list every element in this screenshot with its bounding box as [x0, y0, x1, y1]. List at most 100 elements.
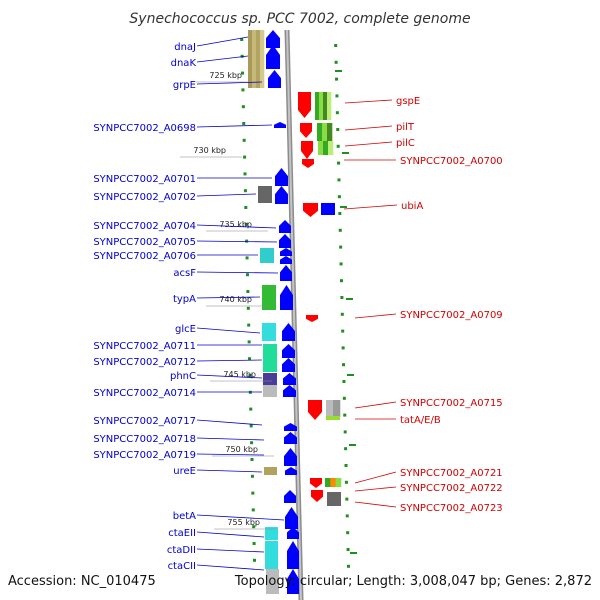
tick-dot — [340, 312, 344, 316]
tick-dot — [248, 374, 252, 377]
tick-dot — [344, 464, 348, 467]
tick-mark — [349, 444, 356, 446]
gene-block — [258, 186, 272, 203]
tick-dot — [244, 222, 248, 226]
label-leader-line — [196, 271, 279, 274]
gene-category-stripe — [252, 30, 257, 88]
tick-dot — [247, 340, 251, 344]
tick-dot — [251, 508, 255, 512]
gene-label-right: pilT — [396, 122, 415, 133]
gene-label-right: SYNPCC7002_A0709 — [400, 310, 503, 321]
gene-block — [264, 467, 277, 475]
forward-gene-arrow — [282, 358, 295, 372]
label-leader-line — [196, 296, 261, 299]
tick-dot — [243, 155, 247, 159]
forward-gene-arrow — [285, 507, 298, 529]
tick-mark — [340, 206, 347, 208]
reverse-gene-arrow — [301, 141, 313, 159]
tick-dot — [249, 407, 253, 411]
gene-category-stripe — [326, 400, 334, 417]
gene-label-left: SYNPCC7002_A0705 — [93, 237, 196, 248]
gene-block — [260, 248, 274, 263]
tick-dot — [343, 430, 347, 434]
label-leader-line — [196, 81, 263, 85]
gene-category-stripe — [335, 478, 342, 487]
tick-dot — [252, 558, 256, 562]
label-leader-line — [196, 437, 265, 441]
gene-label-left: glcE — [175, 324, 196, 335]
gene-block — [262, 285, 276, 310]
tick-dot — [248, 357, 252, 361]
reverse-gene-arrow — [302, 159, 314, 168]
accession-text: Accession: NC_010475 — [8, 574, 156, 589]
tick-dot — [338, 228, 342, 232]
gene-label-left: SYNPCC7002_A0712 — [93, 357, 196, 368]
label-leader-line — [196, 240, 278, 243]
gene-labels: dnaJdnaKgrpESYNPCC7002_A0698SYNPCC7002_A… — [93, 36, 503, 572]
gene-category-stripe — [326, 416, 340, 420]
gene-label-right: SYNPCC7002_A0721 — [400, 468, 503, 479]
gene-category-stripe — [328, 141, 334, 155]
tick-dot — [335, 94, 339, 98]
tick-dot — [335, 77, 339, 81]
tick-dot — [340, 296, 344, 299]
forward-gene-arrow — [284, 423, 297, 431]
gene-label-left: SYNPCC7002_A0706 — [93, 251, 196, 262]
label-leader-line — [196, 531, 265, 538]
label-leader-line — [196, 36, 249, 47]
tick-dot — [250, 441, 254, 445]
reverse-gene-arrow — [306, 315, 318, 322]
label-leader-line — [196, 224, 277, 229]
tick-dot — [249, 424, 253, 428]
reverse-gene-arrow — [310, 478, 322, 488]
tick-mark — [342, 152, 349, 154]
gene-label-left: SYNPCC7002_A0717 — [93, 416, 196, 427]
label-leader-line — [196, 453, 265, 456]
gene-label-left: SYNPCC7002_A0718 — [93, 434, 196, 445]
tick-dot — [252, 525, 256, 529]
label-leader-line — [354, 501, 397, 508]
gene-category-stripe — [260, 30, 265, 88]
gene-features — [248, 30, 342, 594]
tick-dot — [334, 44, 338, 47]
tick-dot — [246, 290, 250, 293]
label-leader-line — [196, 124, 273, 128]
tick-dot — [341, 329, 345, 333]
tick-dot — [245, 256, 249, 260]
gene-label-left: ctaCII — [168, 561, 196, 572]
forward-gene-arrow — [287, 541, 299, 569]
tick-dot — [247, 323, 251, 327]
label-leader-line — [354, 486, 397, 492]
tick-dot — [344, 447, 348, 451]
tick-dot — [241, 71, 245, 75]
tick-dot — [252, 542, 256, 545]
tick-dot — [241, 88, 245, 92]
reverse-gene-arrow — [300, 123, 312, 138]
gene-label-left: SYNPCC7002_A0711 — [93, 341, 196, 352]
forward-gene-arrow — [266, 45, 280, 69]
gene-category-stripe — [325, 478, 331, 487]
gene-label-left: dnaJ — [174, 42, 196, 53]
scale-tick-label: 740 kbp — [219, 295, 252, 304]
reverse-gene-arrow — [308, 400, 322, 420]
label-leader-line — [344, 125, 393, 131]
backbone-highlight — [286, 29, 302, 600]
tick-dot — [242, 122, 246, 125]
gene-block — [265, 541, 278, 569]
forward-gene-arrow — [274, 122, 286, 128]
label-leader-line — [196, 55, 249, 63]
label-leader-line — [196, 514, 285, 521]
genome-backbone — [284, 29, 304, 600]
tick-dot — [242, 138, 246, 142]
gene-label-left: typA — [173, 294, 196, 305]
forward-gene-arrow — [280, 248, 292, 256]
tick-dot — [341, 346, 345, 350]
forward-gene-arrow — [284, 448, 297, 466]
forward-gene-arrow — [284, 432, 297, 444]
tick-dot — [342, 380, 346, 383]
scale-tick-label: 735 kbp — [219, 220, 252, 229]
forward-gene-arrow — [283, 385, 296, 397]
gene-category-stripe — [317, 123, 323, 141]
tick-dot — [339, 279, 343, 283]
label-leader-line — [196, 548, 265, 553]
